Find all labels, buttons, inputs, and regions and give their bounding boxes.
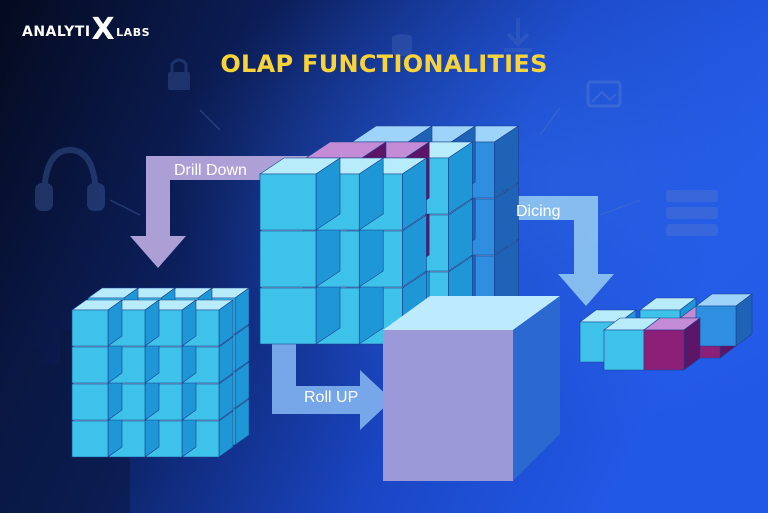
analytixlabs-logo: ANALYTI X LABS — [22, 12, 151, 47]
dicing-arrow — [470, 196, 614, 306]
image-icon — [586, 80, 622, 108]
roll-up-label: Roll UP — [304, 389, 359, 406]
cube-block — [695, 293, 753, 347]
download-icon — [504, 18, 532, 52]
lock-icon — [168, 58, 190, 90]
dicing-label: Dicing — [516, 203, 561, 220]
server-icon — [666, 190, 718, 236]
background-connectors — [109, 107, 641, 216]
cube-block — [643, 317, 701, 371]
dicing-result-slice — [579, 293, 753, 371]
drill-down-result-cube — [71, 287, 250, 458]
database-icon — [392, 34, 412, 56]
main-olap-cube — [259, 125, 520, 345]
roll-up-result-cube — [383, 296, 560, 481]
logo-text-part2: LABS — [116, 25, 151, 39]
roll-up-arrow — [272, 318, 392, 430]
page-title: OLAP FUNCTIONALITIES — [220, 50, 548, 78]
drill-down-arrow — [130, 156, 316, 268]
drill-down-label: Drill Down — [174, 162, 247, 179]
logo-text-part1: ANALYTI — [22, 24, 91, 40]
headphones-icon — [35, 146, 105, 211]
cube-block — [259, 157, 341, 231]
logo-x-mark: X — [91, 12, 116, 47]
cube-block — [71, 299, 123, 347]
